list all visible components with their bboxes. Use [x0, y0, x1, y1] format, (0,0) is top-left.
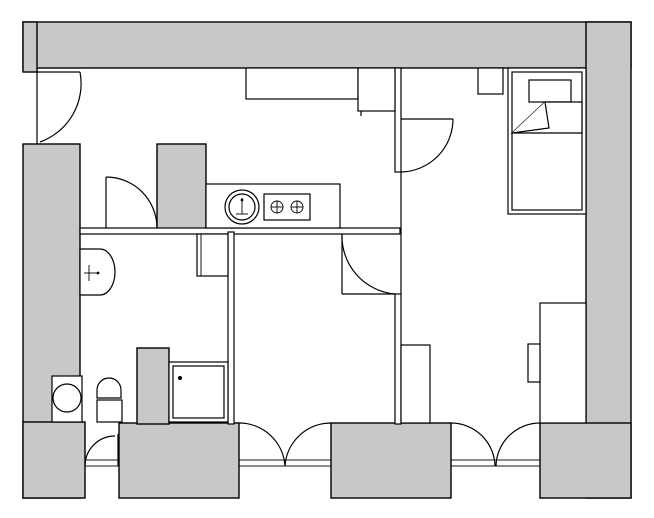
- walls: [22, 21, 632, 499]
- living-door-swing: [341, 233, 396, 295]
- bathroom: [51, 233, 229, 423]
- cabinet-top: [245, 67, 359, 100]
- nightstand: [477, 67, 504, 95]
- bedroom: [400, 67, 587, 424]
- entrance-door-swing: [39, 71, 82, 143]
- bottom-wall-segment-2: [118, 422, 240, 499]
- wardrobe: [400, 344, 431, 424]
- bottom-wall-segment-3: [330, 422, 452, 499]
- bathroom-door-swing: [105, 176, 158, 229]
- kitchen: [205, 67, 396, 229]
- top-wall: [22, 21, 632, 69]
- partitions: [79, 67, 402, 425]
- bath-cabinet: [196, 233, 229, 277]
- toilet: [96, 377, 122, 399]
- bathroom-partition-pillar: [136, 347, 170, 425]
- toilet-tank: [96, 399, 123, 423]
- partition-bath-room: [227, 231, 235, 425]
- partition-center-upper: [394, 67, 402, 173]
- windows: [84, 422, 541, 467]
- pillow: [528, 79, 572, 103]
- window-1: [84, 459, 120, 467]
- bottom-wall-segment-left: [22, 421, 86, 499]
- right-wall: [585, 21, 632, 499]
- bottom-wall-segment-right: [539, 422, 632, 499]
- partition-hall-bath: [79, 227, 401, 235]
- cabinet-top-box: [357, 67, 396, 112]
- partition-center-lower: [394, 293, 402, 425]
- window-3: [450, 459, 541, 467]
- chair: [527, 343, 541, 383]
- doors: [36, 71, 454, 295]
- bedroom-door-swing: [400, 118, 454, 173]
- kitchen-pillar: [156, 143, 207, 231]
- desk: [539, 302, 587, 424]
- left-wall-top-stub: [22, 21, 38, 73]
